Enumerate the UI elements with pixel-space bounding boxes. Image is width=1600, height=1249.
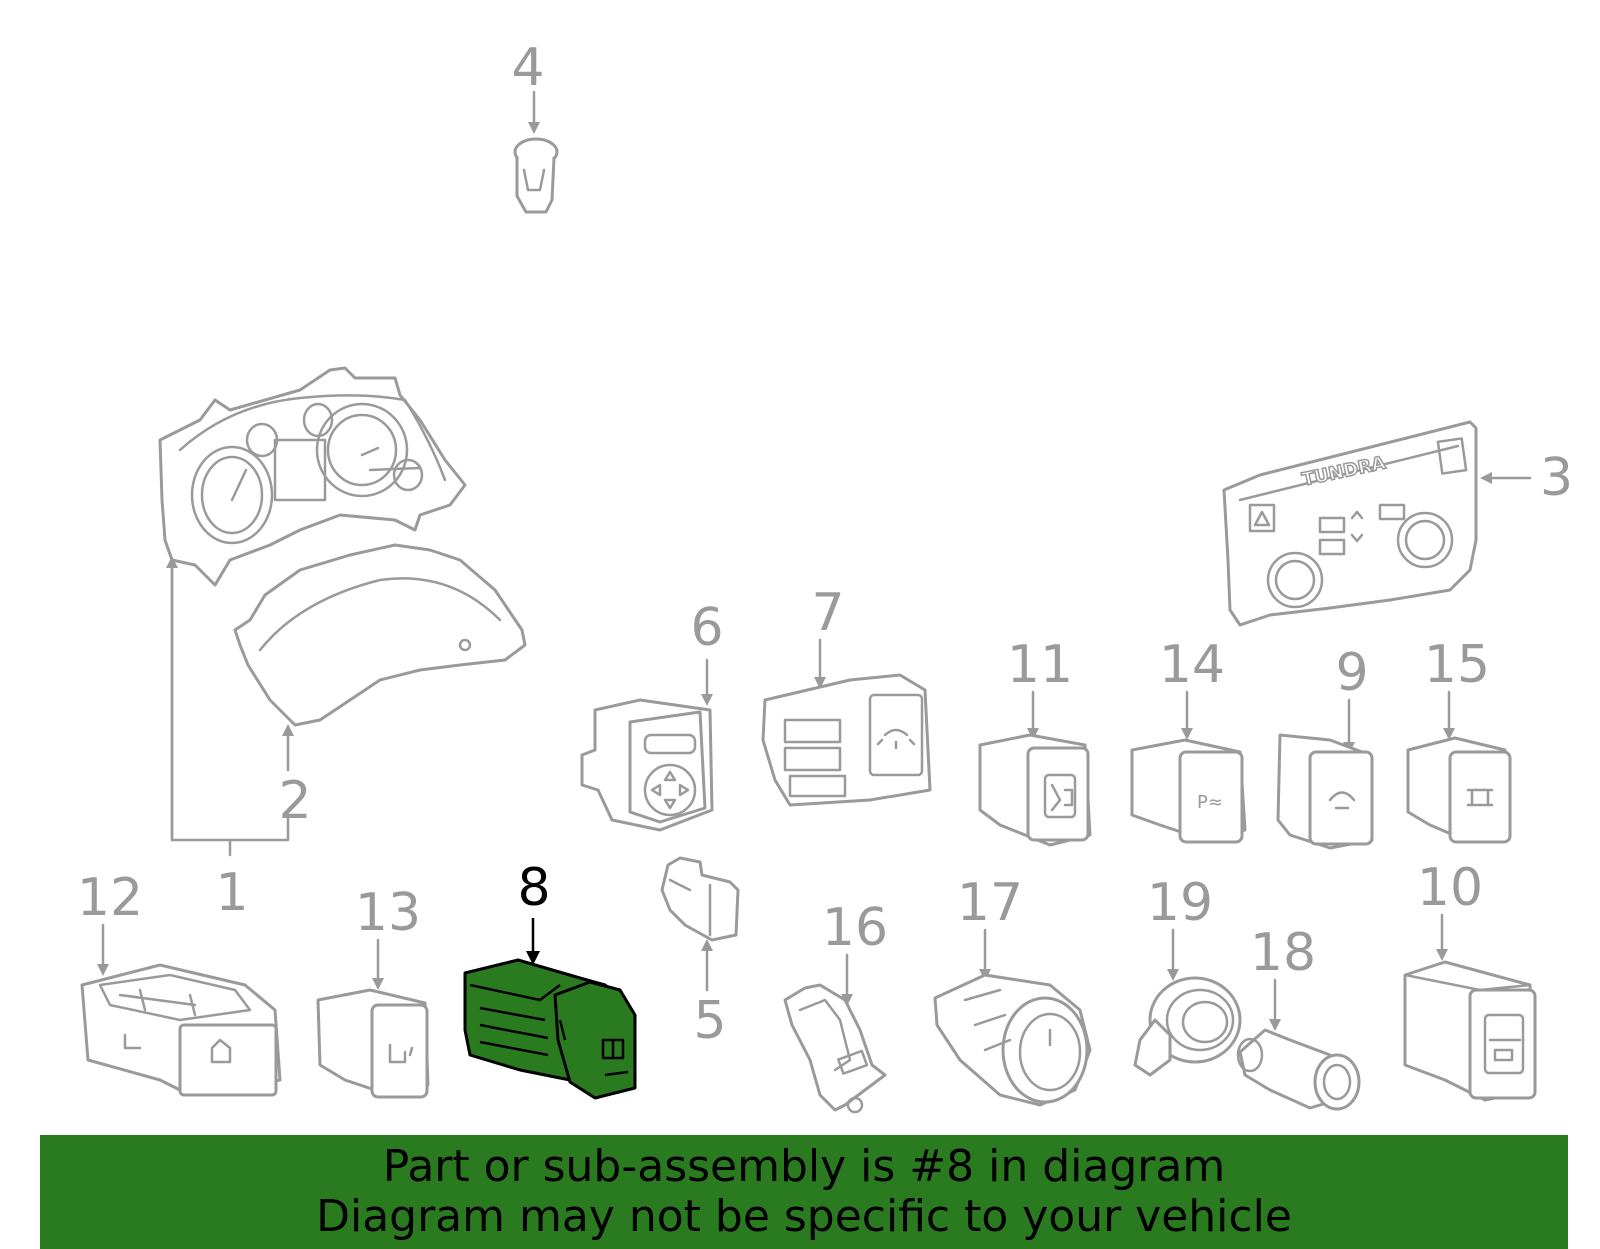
part-9-switch: 9 bbox=[1276, 643, 1374, 850]
callout-8: 8 bbox=[517, 858, 550, 918]
callout-5: 5 bbox=[693, 991, 726, 1051]
callout-14: 14 bbox=[1159, 635, 1225, 695]
part-5-sensor: 5 bbox=[660, 856, 740, 1051]
parking-assist-icon: P≈ bbox=[1197, 792, 1223, 813]
callout-3: 3 bbox=[1540, 448, 1573, 508]
callout-17: 17 bbox=[957, 873, 1023, 933]
callout-4: 4 bbox=[511, 38, 544, 98]
part-11-switch: 11 bbox=[978, 635, 1092, 847]
part-1-instrument-cluster: 1 bbox=[158, 366, 467, 923]
info-banner: Part or sub-assembly is #8 in diagram Di… bbox=[40, 1135, 1568, 1249]
callout-18: 18 bbox=[1250, 923, 1316, 983]
callout-19: 19 bbox=[1147, 873, 1213, 933]
callout-16: 16 bbox=[822, 898, 888, 958]
banner-line-1: Part or sub-assembly is #8 in diagram bbox=[382, 1141, 1226, 1192]
part-17-rotary-knob: 17 bbox=[933, 873, 1092, 1107]
part-19-power-socket: 19 bbox=[1133, 873, 1242, 1077]
callout-9: 9 bbox=[1335, 643, 1368, 703]
part-14-switch: 14 P≈ bbox=[1130, 635, 1247, 844]
part-16-switch: 16 bbox=[783, 898, 888, 1114]
part-7-switch-bank: 7 bbox=[761, 583, 932, 807]
part-2-cluster-lens: 2 bbox=[233, 543, 527, 831]
callout-10: 10 bbox=[1417, 858, 1483, 918]
part-15-switch: 15 bbox=[1406, 635, 1512, 844]
banner-line-2: Diagram may not be specific to your vehi… bbox=[316, 1191, 1292, 1242]
part-13-switch: 13 bbox=[316, 883, 430, 1099]
callout-15: 15 bbox=[1424, 635, 1490, 695]
callout-12: 12 bbox=[77, 868, 143, 928]
part-3-climate-control: TUNDRA 3 bbox=[1222, 420, 1573, 627]
part-10-switch: 10 bbox=[1403, 858, 1537, 1102]
callout-11: 11 bbox=[1007, 635, 1073, 695]
callout-1: 1 bbox=[215, 863, 248, 923]
callout-2: 2 bbox=[278, 771, 311, 831]
part-8-highlighted-switch: 8 bbox=[463, 858, 637, 1100]
callout-6: 6 bbox=[690, 598, 723, 658]
callout-13: 13 bbox=[355, 883, 421, 943]
part-18-lighter: 18 bbox=[1236, 923, 1361, 1111]
part-4-clip: 4 bbox=[511, 38, 559, 214]
callout-7: 7 bbox=[811, 583, 844, 643]
part-12-switch-assembly: 12 bbox=[77, 868, 282, 1097]
part-6-mirror-switch: 6 bbox=[580, 598, 724, 832]
